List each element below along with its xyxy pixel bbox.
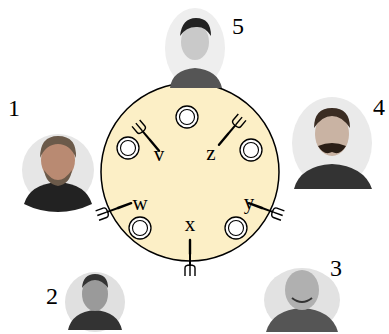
portrait-3 (264, 268, 340, 332)
portrait-1 (22, 134, 94, 212)
fork-label: z (206, 143, 215, 164)
fork-label: y (244, 192, 255, 213)
round-table (101, 83, 279, 261)
callout-number: 1 (8, 96, 20, 120)
callout-number: 5 (232, 14, 244, 38)
fork-label: v (154, 144, 165, 165)
callout-number: 3 (330, 256, 342, 280)
fork-label: w (132, 193, 147, 214)
callout-number: 4 (373, 95, 385, 119)
portrait-4 (292, 97, 372, 189)
portrait-2 (65, 272, 125, 332)
callout-number: 2 (46, 284, 58, 308)
fork-label: x (185, 214, 196, 235)
portrait-5 (165, 8, 225, 88)
